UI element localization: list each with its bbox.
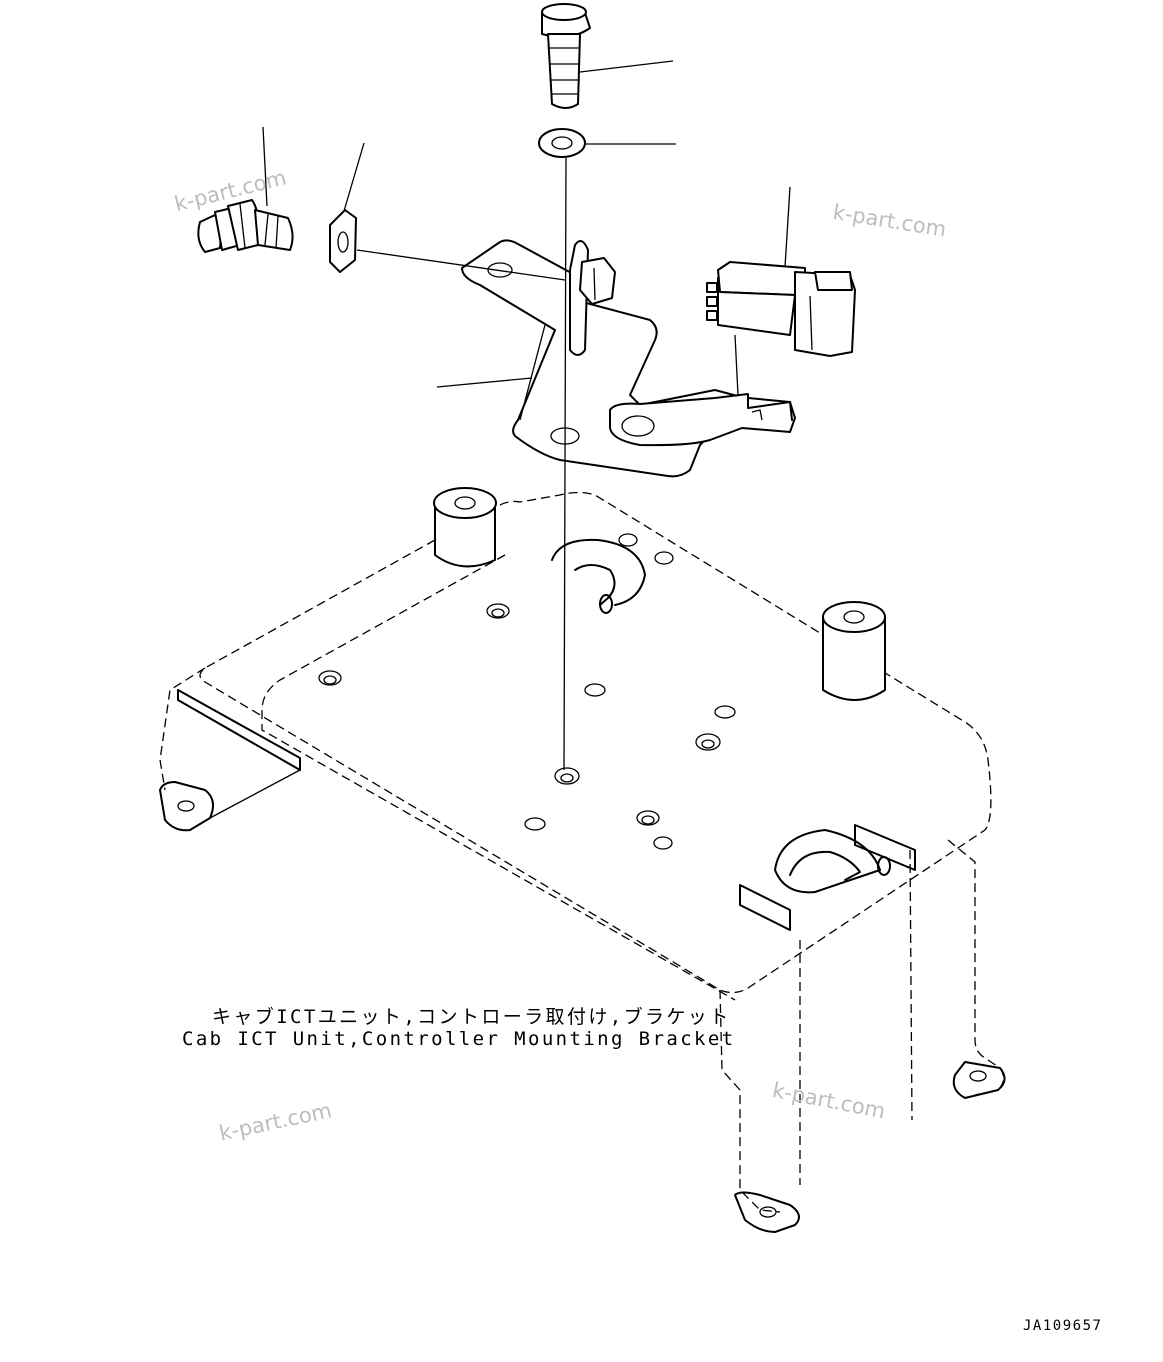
leader-lines (262, 60, 791, 771)
mounting-plate-icon (159, 487, 1006, 1233)
caption-japanese: キャブICTユニット,コントローラ取付け,ブラケット (212, 1006, 731, 1028)
drawing-code: JA109657 (1023, 1318, 1103, 1334)
bolt-icon (541, 3, 591, 109)
washer-icon (538, 128, 586, 158)
bracket-icon (461, 239, 796, 478)
controller-unit-icon (706, 261, 856, 396)
connector-fitting-icon (197, 199, 294, 253)
caption-english: Cab ICT Unit,Controller Mounting Bracket (182, 1028, 736, 1050)
nut-icon (329, 209, 357, 273)
